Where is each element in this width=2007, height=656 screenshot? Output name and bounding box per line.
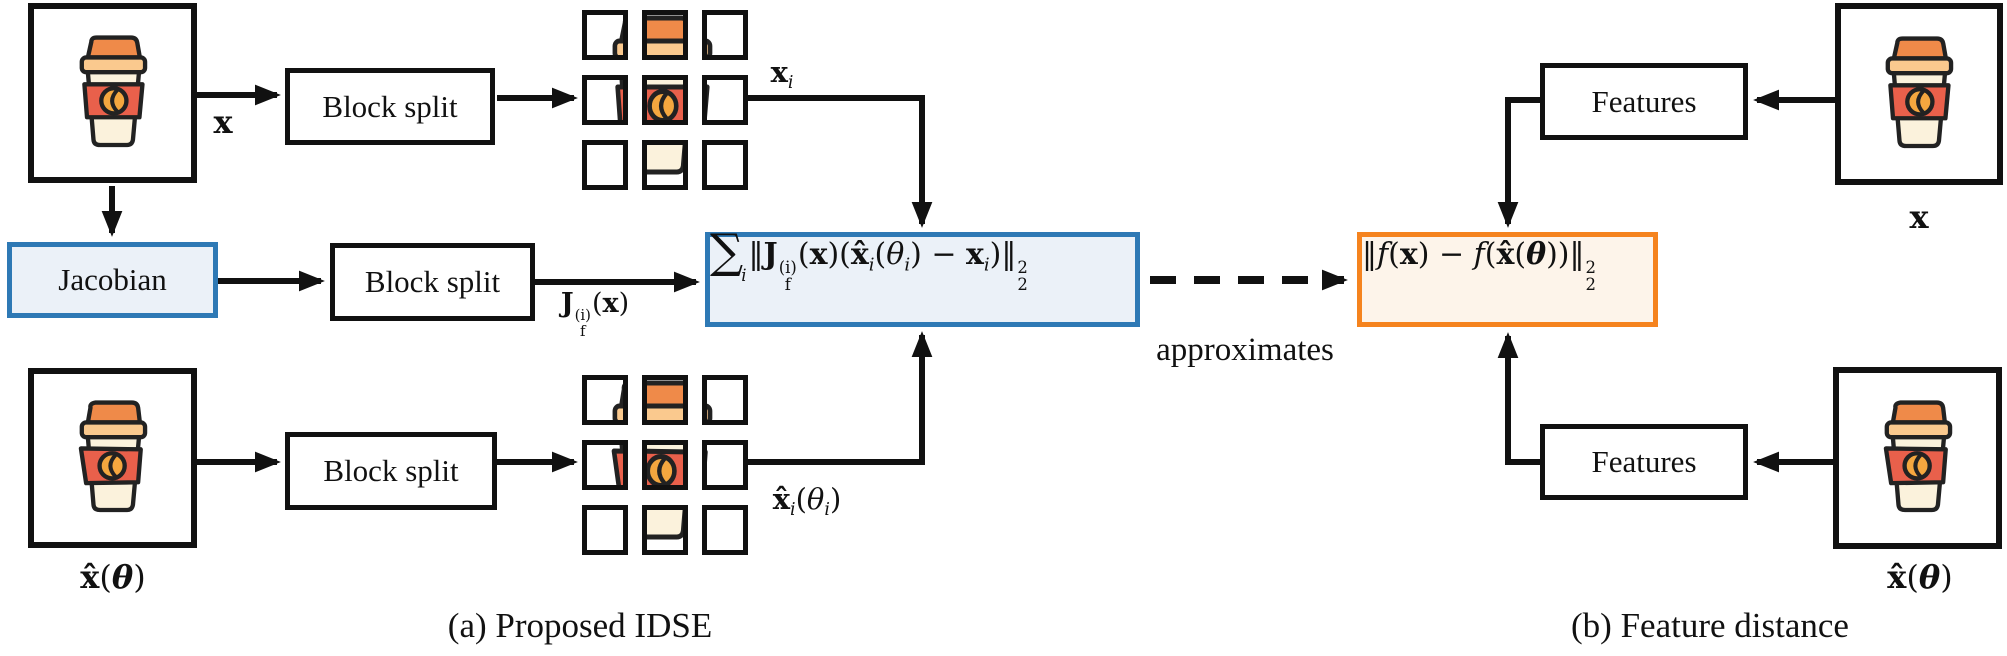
label-xhat-theta-b: x̂(θ) [1887, 558, 1953, 596]
blocks-grid-reconstructed [582, 375, 748, 555]
block-split-middle-label: Block split [364, 264, 501, 299]
reconstructed-image-a [28, 368, 197, 548]
image-block [702, 440, 748, 490]
coffee-cup-reconstructed-icon [1853, 387, 1983, 529]
arrow-blocks-bottom-to-idse-box [748, 331, 933, 465]
block-split-middle-box: Block split [330, 243, 535, 321]
image-block [642, 375, 688, 425]
image-block [702, 75, 748, 125]
coffee-cup-reconstructed-icon [48, 387, 178, 529]
reconstructed-image-b [1833, 367, 2002, 549]
image-block [702, 375, 748, 425]
label-x-source-b: x [1909, 198, 1929, 236]
arrow-blocks-top-to-idse-box [748, 95, 933, 228]
jacobian-label: Jacobian [58, 262, 167, 297]
image-block [642, 440, 688, 490]
original-image-a [28, 3, 197, 183]
features-top-label: Features [1591, 83, 1697, 119]
arrow-features-top-to-feature-box [1497, 97, 1540, 228]
features-top-box: Features [1540, 63, 1748, 140]
label-x-i-blocks: xi [770, 55, 794, 94]
block-split-top-label: Block split [322, 88, 458, 124]
image-block [582, 75, 628, 125]
label-xhat-i-blocks: x̂i(θi) [772, 482, 842, 521]
image-block [702, 140, 748, 190]
label-x-source-a: x [213, 103, 233, 141]
caption-panel-b: (b) Feature distance [1571, 606, 1849, 645]
blocks-grid-original [582, 10, 748, 190]
arrow-features-bottom-to-feature-box [1497, 332, 1540, 465]
coffee-cup-icon [48, 22, 178, 164]
approximates-label: approximates [1156, 332, 1334, 368]
features-bottom-label: Features [1591, 444, 1697, 479]
features-bottom-box: Features [1540, 424, 1748, 500]
image-block [702, 505, 748, 555]
image-block [582, 140, 628, 190]
original-image-b [1835, 3, 2003, 185]
label-xhat-theta-a: x̂(θ) [80, 558, 146, 596]
image-block [582, 440, 628, 490]
image-block [702, 10, 748, 60]
coffee-cup-icon [1854, 23, 1984, 165]
image-block [642, 140, 688, 190]
image-block [582, 375, 628, 425]
image-block [582, 505, 628, 555]
jacobian-box: Jacobian [7, 242, 218, 318]
image-block [642, 505, 688, 555]
caption-panel-a: (a) Proposed IDSE [447, 606, 713, 645]
block-split-top-box: Block split [285, 68, 495, 145]
label-jacobian-block: J(i)f(x) [560, 288, 630, 340]
image-block [642, 75, 688, 125]
block-split-bottom-label: Block split [323, 453, 459, 488]
image-block [642, 10, 688, 60]
image-block [582, 10, 628, 60]
block-split-bottom-box: Block split [285, 432, 497, 510]
